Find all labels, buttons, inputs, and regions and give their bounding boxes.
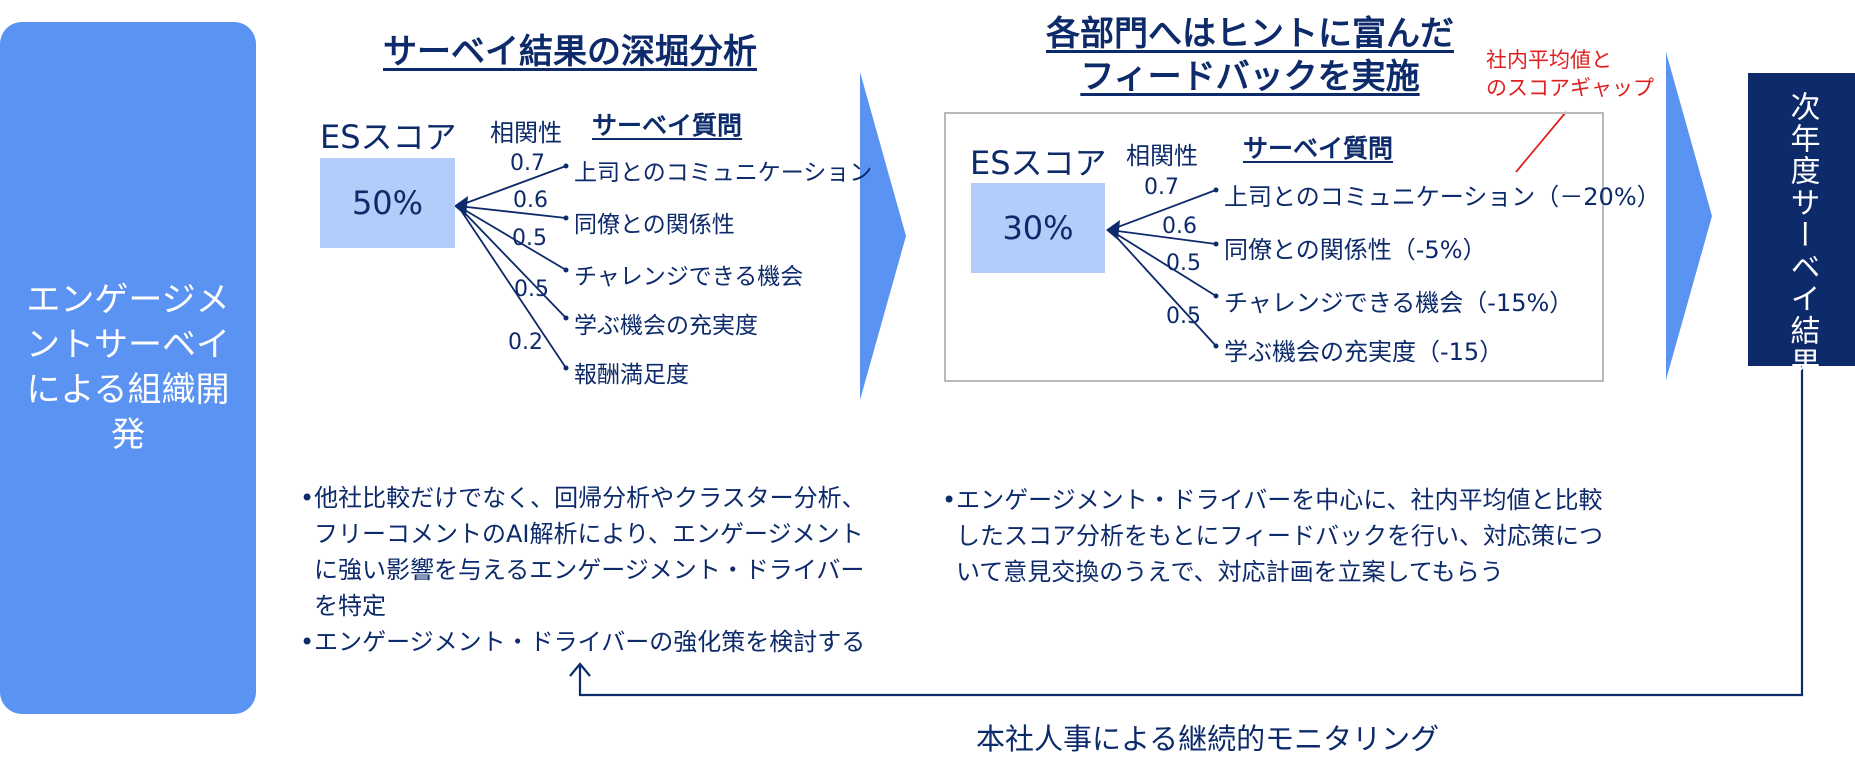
section2-item-3: チャレンジできる機会（-15%） xyxy=(1224,289,1574,317)
fan-dots-2 xyxy=(1213,187,1219,349)
section2-corr-4: 0.5 xyxy=(1166,304,1201,329)
section1-score-box: 50% xyxy=(320,158,455,248)
fan-lines-1 xyxy=(457,165,567,369)
next-year-result-label: 次年度サーベイ結果 xyxy=(1784,91,1820,379)
section2-bullet-1: •エンゲージメント・ドライバーを中心に、社内平均値と比較したスコア分析をもとにフ… xyxy=(942,486,1604,586)
section2-question-header: サーベイ質問 xyxy=(1243,134,1394,163)
section2-corr-2: 0.6 xyxy=(1162,214,1197,239)
section2-item-4: 学ぶ機会の充実度（-15） xyxy=(1224,338,1504,366)
section1-item-3: チャレンジできる機会 xyxy=(574,264,804,290)
section1-es-label: ESスコア xyxy=(320,118,457,156)
fan-lines-2 xyxy=(1109,189,1217,347)
section2-item-1: 上司とのコミュニケーション（－20%） xyxy=(1224,183,1661,211)
score-gap-note: 社内平均値と のスコアギャップ xyxy=(1486,46,1654,102)
section1-bullets: •他社比較だけでなく、回帰分析やクラスター分析、フリーコメントのAI解析により、… xyxy=(300,480,870,660)
section1-corr-4: 0.5 xyxy=(514,277,549,302)
section1-bullet-1: •他社比較だけでなく、回帰分析やクラスター分析、フリーコメントのAI解析により、… xyxy=(300,484,866,620)
section1-heading: サーベイ結果の深堀分析 xyxy=(383,32,757,72)
left-process-box: エンゲージメントサーベイによる組織開発 xyxy=(0,22,256,714)
section1-item-4: 学ぶ機会の充実度 xyxy=(574,313,758,339)
section1-bullet-2: •エンゲージメント・ドライバーの強化策を検討する xyxy=(300,628,866,656)
section1-item-5: 報酬満足度 xyxy=(574,362,689,388)
left-box-label: エンゲージメントサーベイによる組織開発 xyxy=(26,280,230,455)
section2-score: 30% xyxy=(1002,209,1074,247)
section2-heading: 各部門へはヒントに富んだ フィードバックを実施 xyxy=(1000,13,1500,99)
section1-corr-header: 相関性 xyxy=(490,119,562,147)
section1-corr-5: 0.2 xyxy=(508,330,543,355)
section1-question-header: サーベイ質問 xyxy=(592,111,743,140)
section1-score: 50% xyxy=(351,184,424,222)
note-pointer xyxy=(1515,111,1567,173)
section2-item-2: 同僚との関係性（-5%） xyxy=(1224,236,1487,264)
fan-tip-2 xyxy=(1106,220,1120,240)
next-year-result-box: 次年度サーベイ結果 xyxy=(1748,73,1855,379)
section2-heading-line2: フィードバックを実施 xyxy=(1080,57,1420,97)
section2-corr-3: 0.5 xyxy=(1166,251,1201,276)
loop-arrow xyxy=(578,366,1804,697)
section2-corr-1: 0.7 xyxy=(1144,175,1179,200)
section1-corr-2: 0.6 xyxy=(513,188,548,213)
next-year-result-wrap: 次年度サーベイ結果 xyxy=(1748,73,1855,379)
chevron-1 xyxy=(860,72,906,400)
section1-corr-1: 0.7 xyxy=(510,151,545,176)
monitoring-label: 本社人事による継続的モニタリング xyxy=(976,722,1440,756)
loop-arrowhead xyxy=(569,662,591,677)
fan-tip-1 xyxy=(454,196,468,216)
section2-corr-header: 相関性 xyxy=(1126,142,1198,170)
score-gap-note-line1: 社内平均値と xyxy=(1486,48,1612,72)
section2-score-box: 30% xyxy=(971,183,1105,273)
section1-corr-3: 0.5 xyxy=(512,226,547,251)
section1-item-2: 同僚との関係性 xyxy=(574,212,735,238)
section2-bullets: •エンゲージメント・ドライバーを中心に、社内平均値と比較したスコア分析をもとにフ… xyxy=(942,482,1622,590)
feedback-frame xyxy=(944,112,1604,382)
section2-heading-line1: 各部門へはヒントに富んだ xyxy=(1046,14,1454,54)
section2-es-label: ESスコア xyxy=(970,144,1107,182)
fan-dots-1 xyxy=(563,163,569,371)
section1-item-1: 上司とのコミュニケーション xyxy=(574,160,873,186)
chevron-2 xyxy=(1666,52,1712,380)
score-gap-note-line2: のスコアギャップ xyxy=(1486,76,1654,100)
